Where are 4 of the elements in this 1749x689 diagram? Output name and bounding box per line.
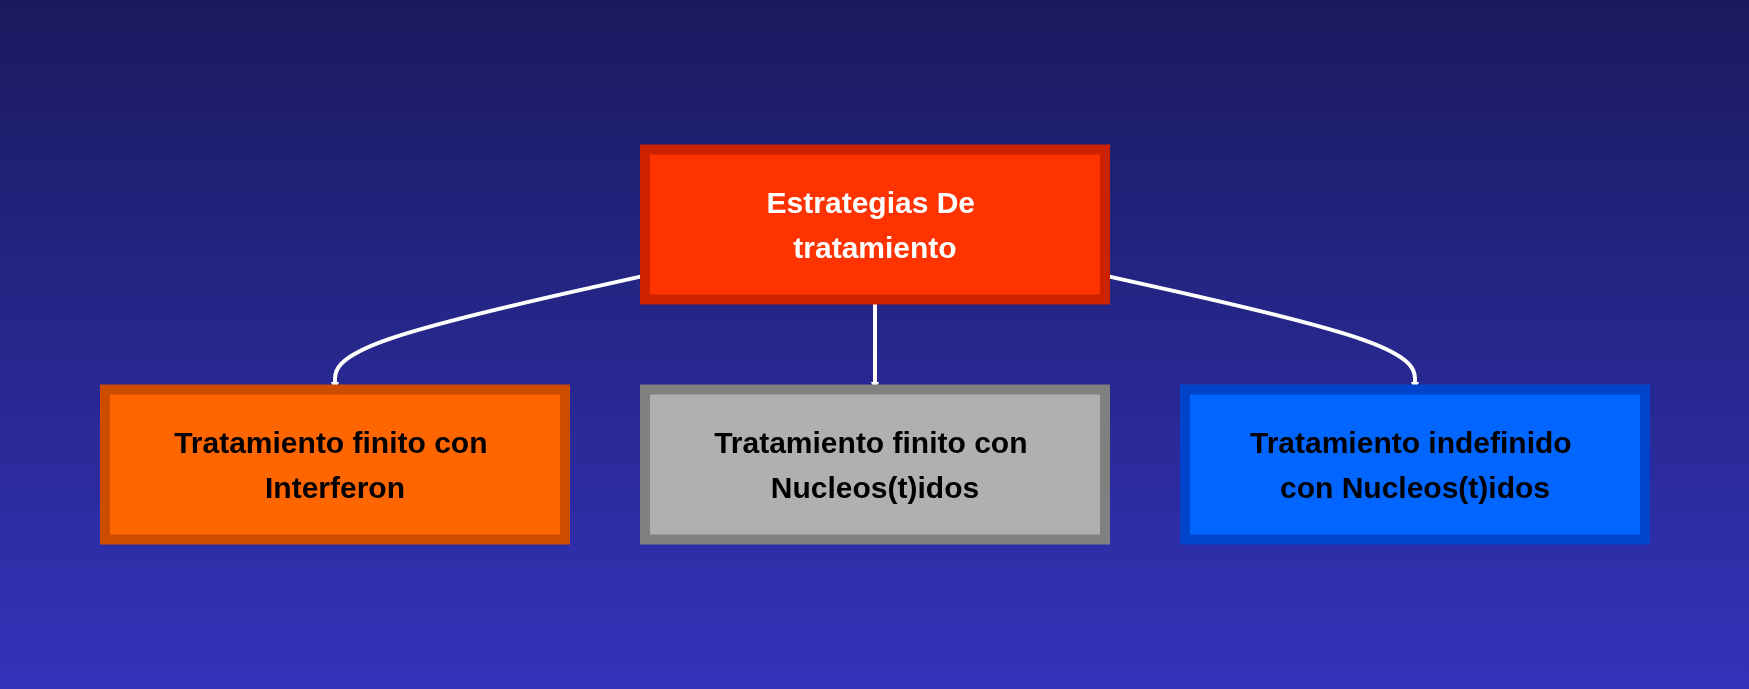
node-box: Tratamiento finito con Interferon: [99, 384, 570, 545]
node-box: Estrategias De tratamiento: [639, 144, 1110, 305]
node-box: Tratamiento finito con Nucleos(t)idos: [639, 384, 1110, 545]
node-box: Tratamiento indefinido con Nucleos(t)idos: [1179, 384, 1650, 545]
